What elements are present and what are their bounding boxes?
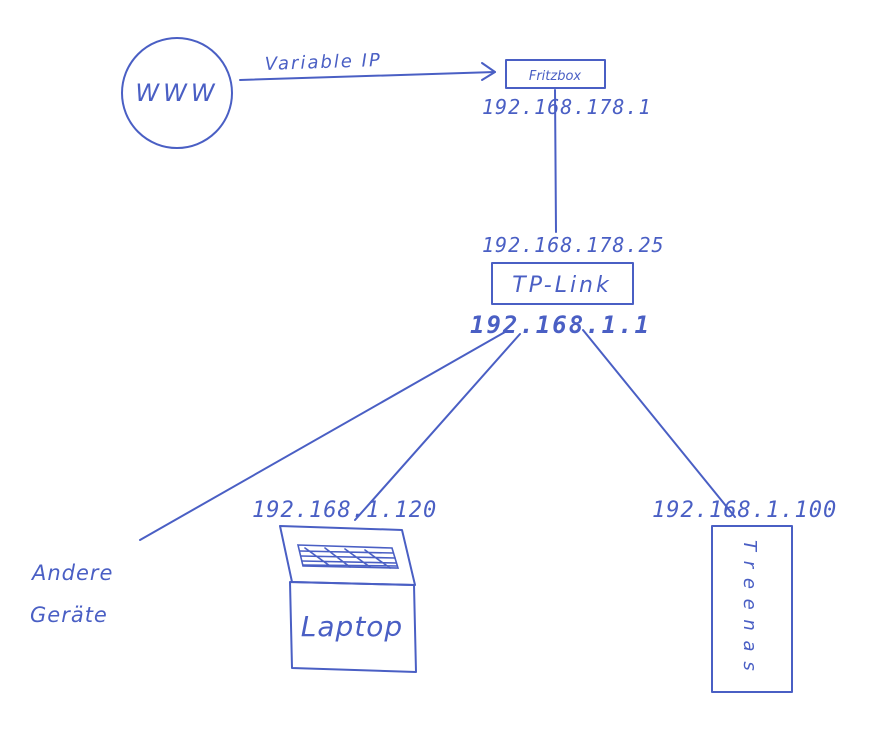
- www-label: WWW: [135, 79, 218, 107]
- fritzbox-label: Fritzbox: [529, 69, 582, 84]
- laptop-base: [289, 581, 417, 673]
- fritzbox-node: Fritzbox 192.168.178.1: [482, 59, 652, 119]
- www-fritzbox-line: [239, 71, 496, 81]
- laptop-display-area: [296, 544, 400, 569]
- arrow-head-icon: [481, 62, 496, 81]
- www-to-fritzbox-edge: Variable IP: [239, 50, 496, 81]
- nas-label: T r e e n a s: [739, 540, 760, 673]
- fritzbox-box: [505, 59, 606, 89]
- laptop-label: Laptop: [301, 610, 403, 643]
- other-devices-node: Andere Geräte: [30, 561, 113, 627]
- tplink-node: 192.168.178.25 TP-Link 192.168.1.1: [470, 233, 665, 339]
- other-devices-label-1: Andere: [30, 561, 113, 585]
- www-circle: [121, 37, 233, 149]
- variable-ip-label: Variable IP: [264, 50, 382, 75]
- nas-box: [711, 525, 793, 693]
- fritzbox-tplink-line: [554, 89, 557, 233]
- laptop-node: 192.168.1.120 Laptop: [252, 498, 437, 673]
- tplink-lan-ip: 192.168.1.1: [470, 311, 651, 339]
- tplink-box: [491, 262, 634, 305]
- nas-node: 192.168.1.100 T r e e n a s: [652, 498, 837, 693]
- laptop-display-hatching: [299, 547, 398, 569]
- nas-ip: 192.168.1.100: [652, 498, 837, 523]
- fritzbox-ip: 192.168.178.1: [482, 95, 652, 119]
- www-node: WWW: [121, 37, 233, 149]
- tplink-wan-ip: 192.168.178.25: [482, 233, 665, 257]
- tplink-nas-line: [582, 329, 736, 518]
- tplink-other-line: [139, 331, 506, 541]
- tplink-label: TP-Link: [512, 273, 612, 298]
- laptop-ip: 192.168.1.120: [252, 498, 437, 523]
- tplink-laptop-line: [354, 333, 521, 521]
- other-devices-label-2: Geräte: [30, 603, 108, 627]
